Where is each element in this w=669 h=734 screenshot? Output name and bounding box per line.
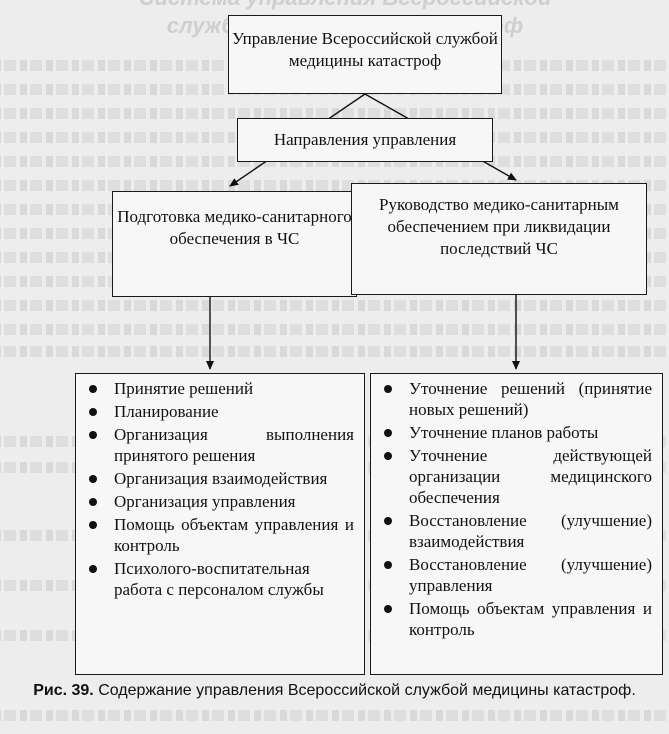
list-item: Уточнение действующей организации медици… <box>379 445 652 508</box>
directions-node: Направления управления <box>237 118 493 162</box>
list-item: Уточнение решений (принятие новых решени… <box>379 378 652 420</box>
right-branch-node: Руководство медико-санитарным обеспечени… <box>351 183 647 295</box>
root-node-label: Управление Всероссийской службой медицин… <box>232 29 498 70</box>
right-branch-label: Руководство медико-санитарным обеспечени… <box>379 195 619 258</box>
right-items-list: Уточнение решений (принятие новых решени… <box>370 373 663 675</box>
caption-label: Рис. 39. <box>33 682 94 699</box>
list-item: Организация выполнения принятого решения <box>84 424 354 466</box>
list-item: Психолого-воспитательная работа с персон… <box>84 558 354 600</box>
caption-text: Содержание управления Всероссийской служ… <box>93 682 636 699</box>
list-item: Восстановление (улучшение) взаимодействи… <box>379 510 652 552</box>
list-item: Организация управления <box>84 491 354 512</box>
list-item: Помощь объектам управления и контроль <box>379 598 652 640</box>
list-item: Уточнение планов работы <box>379 422 652 443</box>
left-branch-node: Подготовка медико-санитарного обеспечени… <box>112 191 357 297</box>
list-item: Помощь объектам управления и контроль <box>84 514 354 556</box>
list-item: Планирование <box>84 401 354 422</box>
list-item: Восстановление (улучшение) управления <box>379 554 652 596</box>
list-item: Принятие решений <box>84 378 354 399</box>
left-branch-label: Подготовка медико-санитарного обеспечени… <box>117 207 352 248</box>
left-items-list: Принятие решений Планирование Организаци… <box>75 373 365 675</box>
list-item: Организация взаимодействия <box>84 468 354 489</box>
figure-caption: Рис. 39. Содержание управления Всероссий… <box>0 680 669 702</box>
root-node: Управление Всероссийской службой медицин… <box>228 15 502 94</box>
directions-node-label: Направления управления <box>273 130 457 149</box>
